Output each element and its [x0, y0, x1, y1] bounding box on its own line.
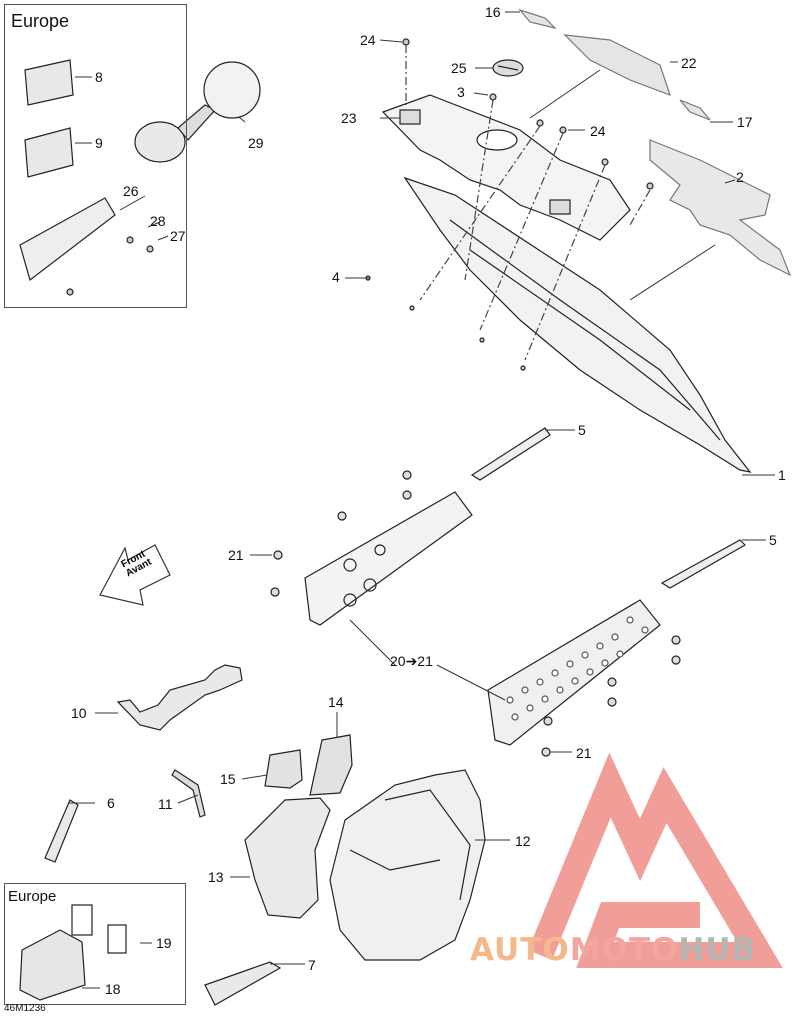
callout-28: 28: [150, 213, 166, 229]
callout-5b: 5: [769, 532, 777, 548]
europe-top-parts: [19, 59, 261, 296]
callout-9: 9: [95, 135, 103, 151]
part-25-cap: [492, 59, 524, 77]
watermark-text: AUTOMOTOHUB: [470, 932, 756, 968]
callout-24b: 24: [590, 123, 606, 139]
callout-6: 6: [107, 795, 115, 811]
callout-3: 3: [457, 84, 465, 100]
callout-10: 10: [71, 705, 87, 721]
europe-inset-top: Europe: [4, 4, 187, 308]
fasteners: [270, 470, 681, 757]
watermark-auto: AUTO: [470, 932, 570, 968]
part-15-block: [264, 749, 303, 789]
part-5-strip-bottom: [660, 539, 746, 589]
callout-8: 8: [95, 69, 103, 85]
watermark-logo: [527, 752, 783, 968]
callout-5a: 5: [578, 422, 586, 438]
drawing-code: 46M1236: [4, 1003, 46, 1014]
part-21-treadplate: [487, 599, 661, 746]
callout-19: 19: [156, 935, 172, 951]
callout-14: 14: [328, 694, 344, 710]
callout-17: 17: [737, 114, 753, 130]
part-2-decal: [649, 139, 792, 277]
callout-2: 2: [736, 169, 744, 185]
callout-leaders: [68, 11, 775, 989]
europe-inset-bottom: Europe: [4, 883, 186, 1005]
europe-bottom-parts: [19, 904, 127, 1001]
callout-24a: 24: [360, 32, 376, 48]
callout-1: 1: [778, 467, 786, 483]
europe-inset-top-title: Europe: [11, 11, 70, 31]
callout-20-21: 20➔21: [390, 653, 433, 669]
callout-15: 15: [220, 771, 236, 787]
callout-29: 29: [248, 135, 264, 151]
part-23-cover: [381, 94, 631, 241]
callout-22: 22: [681, 55, 697, 71]
callout-11: 11: [158, 796, 173, 812]
front-arrow: [99, 544, 171, 606]
part-22-decal: [563, 34, 671, 97]
europe-inset-bottom-title: Europe: [8, 888, 57, 905]
callout-21a: 21: [228, 547, 244, 563]
part-7-strip: [204, 961, 282, 1006]
callout-12: 12: [515, 833, 531, 849]
part-10-wrench: [116, 664, 243, 731]
leader-lines-top: [405, 45, 651, 361]
callout-23: 23: [341, 110, 357, 126]
part-17-decal: [679, 99, 711, 121]
treadplate-studs: [506, 616, 649, 721]
part-16-decal: [518, 8, 557, 30]
callout-25: 25: [451, 60, 467, 76]
part-5-strip-top: [470, 427, 551, 481]
part-14-block: [309, 734, 353, 796]
part-11-key: [171, 769, 206, 818]
watermark-moto: MOTO: [569, 932, 679, 968]
part-20-plate: [304, 491, 473, 626]
callout-7: 7: [308, 957, 316, 973]
callout-26: 26: [123, 183, 139, 199]
callout-27: 27: [170, 228, 186, 244]
callout-4: 4: [332, 269, 340, 285]
callout-16: 16: [485, 4, 501, 20]
callout-21b: 21: [576, 745, 592, 761]
callout-18: 18: [105, 981, 121, 997]
watermark-hub: HUB: [678, 932, 757, 968]
part-6-strip: [44, 799, 79, 863]
callout-13: 13: [208, 869, 224, 885]
part-12-storage-bin: [329, 769, 486, 961]
part-13-pad: [244, 797, 331, 919]
part-1-tray: [403, 176, 752, 473]
